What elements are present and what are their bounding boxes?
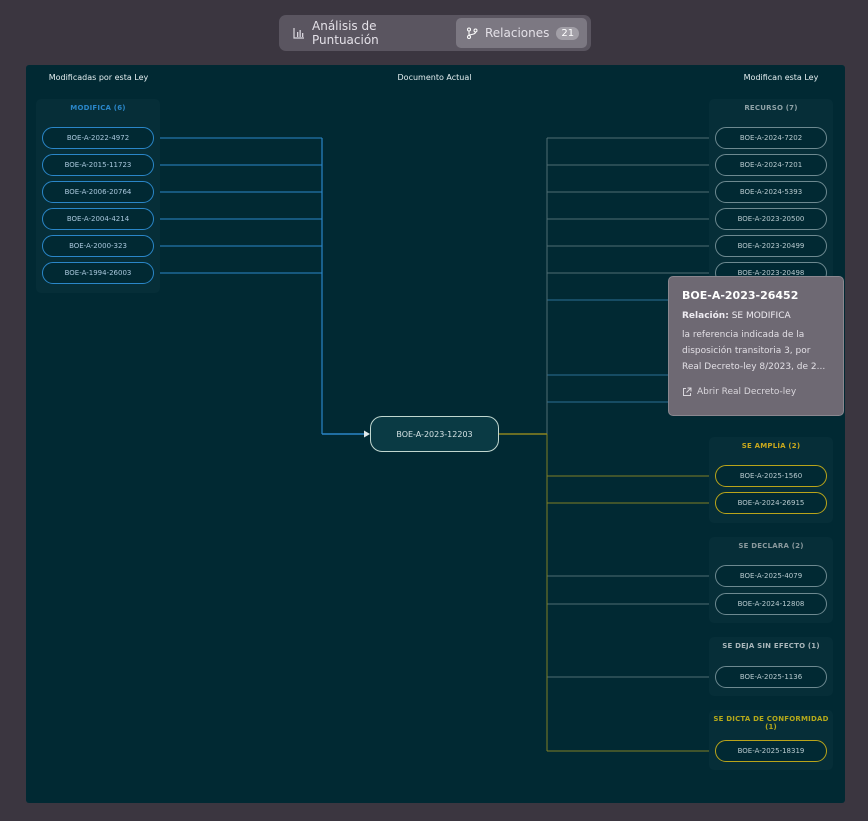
related-document-node[interactable]: BOE-A-2024-5393 <box>715 181 827 203</box>
group-title: SE DECLARA (2) <box>738 542 804 550</box>
external-link-icon <box>683 387 692 396</box>
related-document-node[interactable]: BOE-A-2024-7201 <box>715 154 827 176</box>
related-document-node[interactable]: BOE-A-2025-18319 <box>715 740 827 762</box>
related-document-node[interactable]: BOE-A-2024-12808 <box>715 593 827 615</box>
edge-arrowhead <box>364 430 370 438</box>
related-document-node[interactable]: BOE-A-2025-1136 <box>715 666 827 688</box>
tooltip-relation-value: SE MODIFICA <box>731 311 791 321</box>
related-document-node[interactable]: BOE-A-2023-20499 <box>715 235 827 257</box>
tab-relaciones[interactable]: Relaciones 21 <box>456 18 587 48</box>
tab-label: Análisis de Puntuación <box>312 19 379 47</box>
group-title: SE DICTA DE CONFORMIDAD (1) <box>713 715 829 731</box>
tooltip-description: la referencia indicada de la disposición… <box>682 330 826 372</box>
relations-count-badge: 21 <box>556 26 580 40</box>
open-decreto-link[interactable]: Abrir Real Decreto-ley <box>682 387 830 397</box>
tooltip-title: BOE-A-2023-26452 <box>682 289 799 302</box>
group-title: RECURSO (7) <box>744 104 798 112</box>
related-document-node[interactable]: BOE-A-2025-1560 <box>715 465 827 487</box>
tab-label: Relaciones <box>485 26 550 40</box>
current-document-node[interactable]: BOE-A-2023-12203 <box>370 416 499 452</box>
related-document-node[interactable]: BOE-A-2006-20764 <box>42 181 154 203</box>
relations-graph-panel: Modificadas por esta Ley Documento Actua… <box>26 65 845 803</box>
related-document-node[interactable]: BOE-A-2025-4079 <box>715 565 827 587</box>
related-document-node[interactable]: BOE-A-2023-20500 <box>715 208 827 230</box>
related-document-node[interactable]: BOE-A-2022-4972 <box>42 127 154 149</box>
related-document-node[interactable]: BOE-A-2004-4214 <box>42 208 154 230</box>
tab-analisis-puntuacion[interactable]: Análisis de Puntuación <box>283 18 453 48</box>
bar-chart-icon <box>293 28 304 39</box>
column-title-right: Modifican esta Ley <box>743 73 819 82</box>
group-title: MODIFICA (6) <box>70 104 126 112</box>
git-branch-icon <box>467 27 478 39</box>
related-document-node[interactable]: BOE-A-2024-26915 <box>715 492 827 514</box>
column-title-left: Modificadas por esta Ley <box>48 73 149 82</box>
tooltip-relation-label: Relación: <box>682 311 729 321</box>
relation-tooltip: BOE-A-2023-26452 Relación: SE MODIFICA l… <box>668 276 844 416</box>
view-tabs: Análisis de Puntuación Relaciones 21 <box>279 15 591 51</box>
group-title: SE AMPLÍA (2) <box>741 442 801 450</box>
related-document-node[interactable]: BOE-A-1994-26003 <box>42 262 154 284</box>
column-title-center: Documento Actual <box>397 73 472 82</box>
related-document-node[interactable]: BOE-A-2000-323 <box>42 235 154 257</box>
tooltip-relation: Relación: SE MODIFICA <box>682 311 830 321</box>
group-title: SE DEJA SIN EFECTO (1) <box>722 642 820 650</box>
related-document-node[interactable]: BOE-A-2024-7202 <box>715 127 827 149</box>
open-link-label: Abrir Real Decreto-ley <box>697 387 797 397</box>
related-document-node[interactable]: BOE-A-2015-11723 <box>42 154 154 176</box>
